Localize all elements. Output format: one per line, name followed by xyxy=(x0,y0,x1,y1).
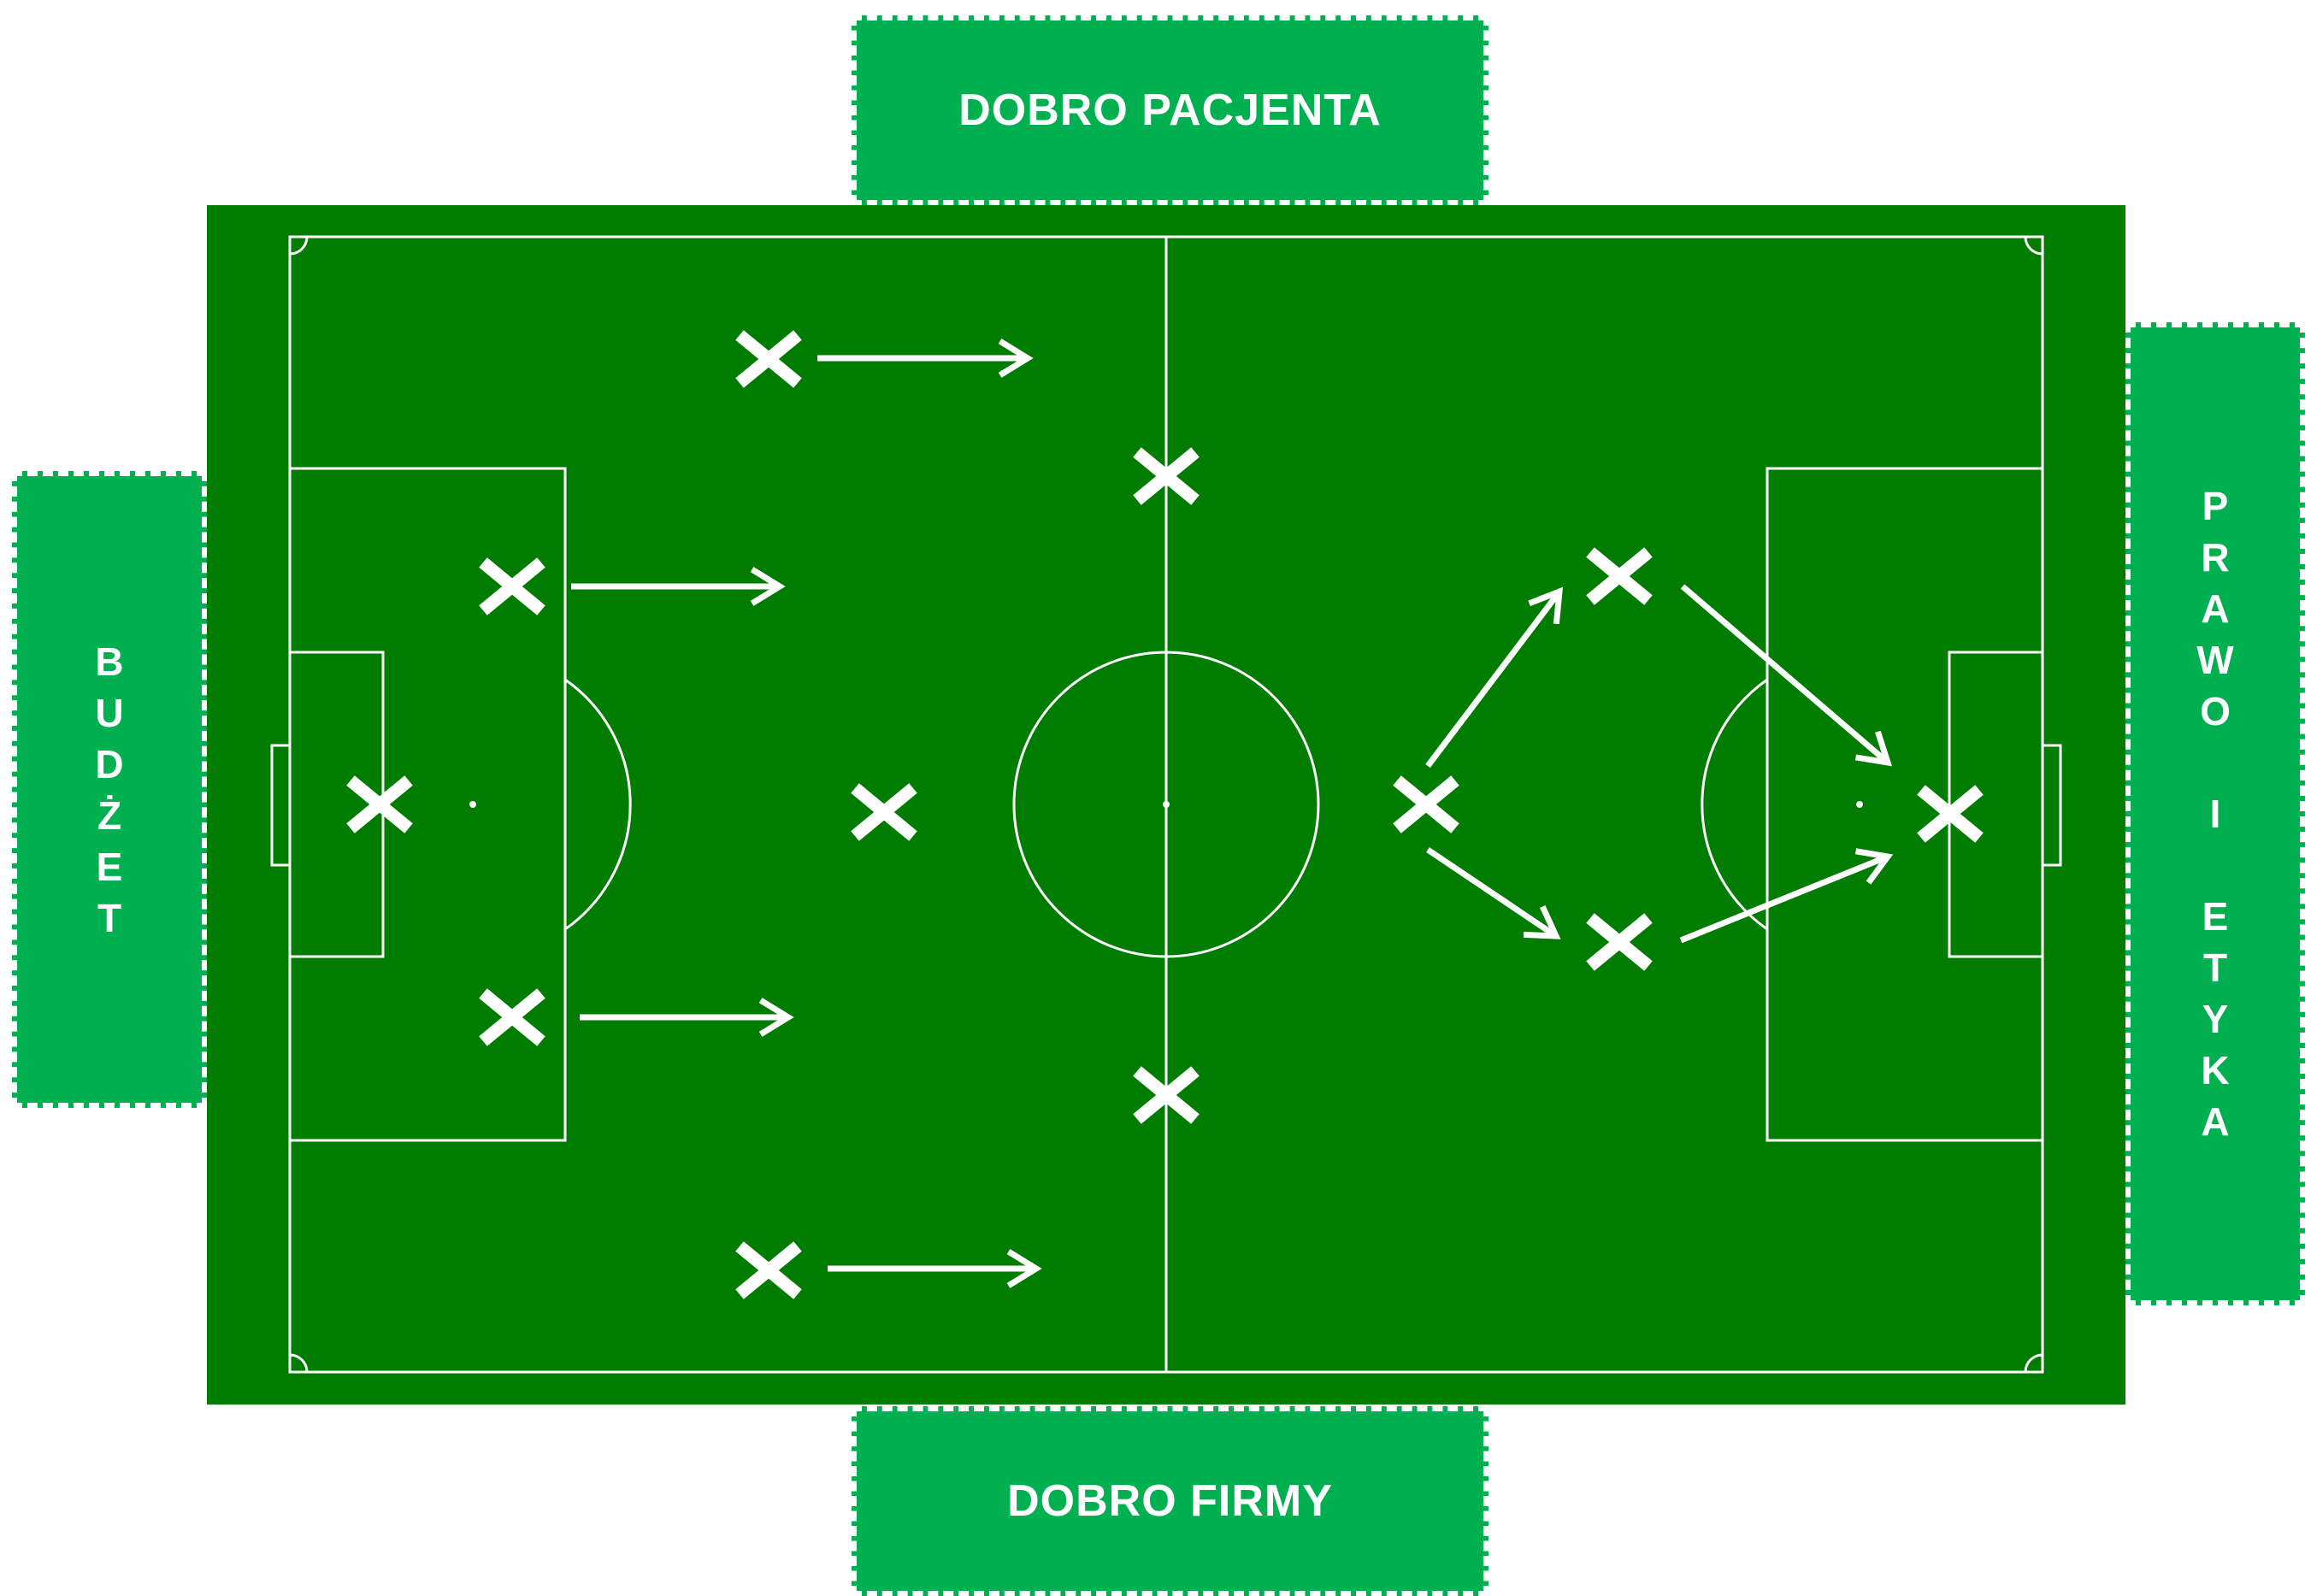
corner-arc-bottom-right xyxy=(2024,1353,2043,1373)
movement-arrow-3 xyxy=(580,998,794,1037)
left-penalty-arc xyxy=(564,678,632,931)
movement-arrow-7 xyxy=(1680,584,1893,767)
pitch-drawing xyxy=(270,235,2062,1374)
player-marker-halfway-bottom xyxy=(1133,1066,1200,1124)
label-dobro-pacjenta: DOBRO PACJENTA xyxy=(852,15,1489,205)
movement-arrow-5 xyxy=(1425,586,1564,769)
center-spot xyxy=(1163,801,1170,808)
movement-arrows xyxy=(571,339,1894,1288)
movement-arrow-8 xyxy=(1679,848,1894,944)
movement-arrow-1 xyxy=(817,339,1034,378)
movement-arrow-4 xyxy=(828,1249,1042,1288)
player-marker-wing-top xyxy=(735,330,802,388)
movement-arrow-2 xyxy=(571,567,786,606)
player-marker-attack-top xyxy=(1586,547,1653,605)
player-marker-midfield-center xyxy=(851,783,917,841)
player-marker-goalkeeper xyxy=(346,775,413,833)
player-markers xyxy=(346,330,1984,1299)
right-penalty-spot xyxy=(1856,801,1863,808)
right-penalty-arc xyxy=(1701,678,1768,931)
label-dobro-firmy-text: DOBRO FIRMY xyxy=(1007,1476,1333,1526)
pitch-spots xyxy=(469,801,1863,808)
corner-arc-top-left xyxy=(289,236,309,256)
right-goal xyxy=(2041,744,2062,867)
label-dobro-firmy: DOBRO FIRMY xyxy=(852,1406,1489,1596)
player-marker-halfway-top xyxy=(1133,447,1200,505)
corner-arc-bottom-left xyxy=(289,1353,309,1373)
movement-arrow-6 xyxy=(1426,847,1561,939)
football-pitch xyxy=(207,205,2125,1405)
pitch-lines xyxy=(270,235,2062,1374)
player-marker-wing-bottom xyxy=(735,1241,802,1299)
center-circle xyxy=(1012,651,1320,958)
player-marker-defender-bottom xyxy=(479,988,545,1046)
player-marker-opponent-goalkeeper xyxy=(1917,785,1984,843)
left-goal xyxy=(270,744,292,867)
left-penalty-spot xyxy=(469,801,476,808)
player-marker-attack-center xyxy=(1393,775,1459,833)
player-marker-defender-top xyxy=(479,557,545,615)
left-goal-area xyxy=(288,651,385,958)
label-dobro-pacjenta-text: DOBRO PACJENTA xyxy=(958,85,1382,135)
right-penalty-area xyxy=(1766,467,2044,1142)
player-marker-attack-bottom xyxy=(1586,913,1653,971)
corner-arc-top-right xyxy=(2024,236,2043,256)
